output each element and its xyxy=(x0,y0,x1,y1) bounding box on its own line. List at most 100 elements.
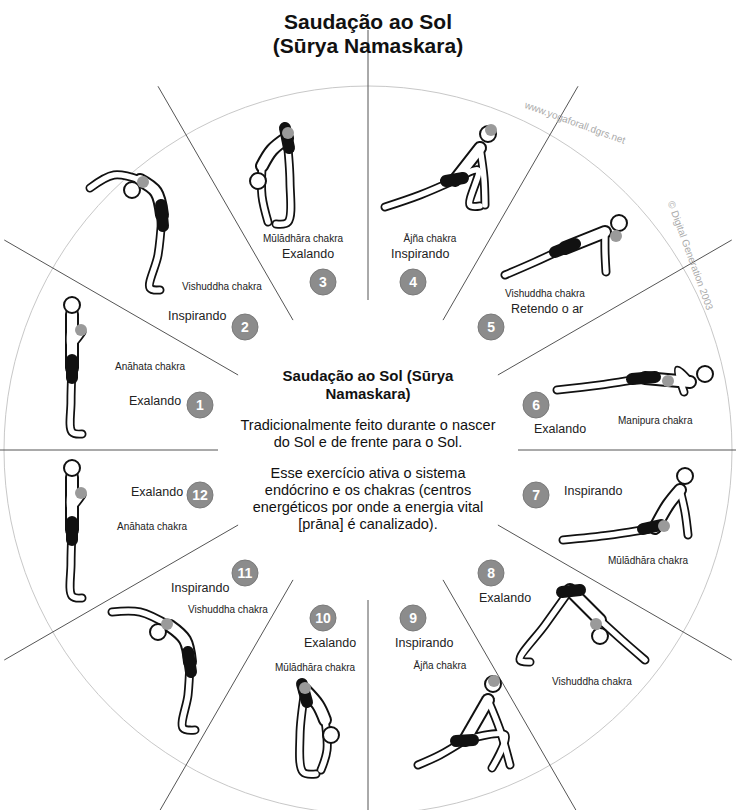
pose-figure xyxy=(64,297,87,434)
breath-label: Inspirando xyxy=(169,581,231,595)
chakra-dot xyxy=(282,127,294,139)
node-content: 9 xyxy=(399,604,427,632)
circle-body: Tradicionalmente feito durante o nascer … xyxy=(234,417,502,451)
callout-number: 3 xyxy=(309,268,337,296)
chakra-label: Mūlādhāra chakra xyxy=(271,661,359,674)
figure-limb xyxy=(161,205,163,226)
circle-fill xyxy=(400,605,426,631)
wheel-spoke xyxy=(518,450,736,451)
chakra-label: Ājña chakra xyxy=(410,659,471,672)
circle-fill xyxy=(232,314,258,340)
chakra-dot xyxy=(75,487,87,499)
callout-number: 6 xyxy=(522,391,550,419)
node-content: 7 xyxy=(522,481,550,509)
circle-heading: Saudação ao Sol (Sūrya Namaskara) xyxy=(281,367,456,403)
wheel-spoke xyxy=(158,580,293,810)
chakra-dot xyxy=(488,675,500,687)
callout-number: 2 xyxy=(231,313,259,341)
step-number: 5 xyxy=(477,313,505,341)
node-content: 6 xyxy=(522,391,550,419)
callout-number: 4 xyxy=(399,268,427,296)
pose-figure xyxy=(64,460,87,598)
chakra-dot xyxy=(75,324,87,336)
breath-label: Exalando xyxy=(280,247,336,261)
callout-number: 8 xyxy=(477,559,505,587)
figure-head xyxy=(250,173,266,189)
chakra-dot xyxy=(299,682,311,694)
node-content: 5 xyxy=(477,313,505,341)
circle-fill xyxy=(523,482,549,508)
node-content: 3 xyxy=(309,268,337,296)
chakra-label: Anāhata chakra xyxy=(113,520,191,533)
step-number: 10 xyxy=(309,604,337,632)
node-content: 4 xyxy=(399,268,427,296)
figure-head xyxy=(323,727,339,743)
wheel-spoke xyxy=(4,525,238,660)
node-content: 12 xyxy=(186,481,214,509)
chakra-label: Vishuddha chakra xyxy=(548,675,636,688)
circle-fill xyxy=(478,314,504,340)
pose-figure xyxy=(557,366,713,392)
circle-fill xyxy=(400,269,426,295)
figure-limb xyxy=(66,522,78,540)
pose-figure xyxy=(563,468,693,540)
step-number: 7 xyxy=(522,481,550,509)
watermark: www.yogaforall.dgrs.net xyxy=(523,99,627,146)
chakra-label: Vishuddha chakra xyxy=(501,287,589,300)
circle-fill xyxy=(219,301,517,599)
step-number: 2 xyxy=(231,313,259,341)
chakra-label: Anāhata chakra xyxy=(111,360,189,373)
breath-label: Exalando xyxy=(127,394,183,408)
node-content: 8 xyxy=(477,559,505,587)
breath-label: Retendo o ar xyxy=(509,302,585,316)
pose-figure xyxy=(90,175,163,290)
circle-fill xyxy=(187,392,213,418)
circle-fill xyxy=(523,392,549,418)
figure-limb xyxy=(680,490,688,535)
figure-limb xyxy=(632,377,655,379)
figure-limb xyxy=(562,590,580,592)
figure-limb xyxy=(488,700,510,765)
figure-limb xyxy=(680,490,688,535)
step-number: 3 xyxy=(309,268,337,296)
pose-figure xyxy=(299,682,339,774)
callout-number: 12 xyxy=(186,481,214,509)
figure-limb xyxy=(678,370,690,392)
pose-figure xyxy=(385,124,497,207)
pose-figure xyxy=(418,675,510,768)
step-number: 1 xyxy=(186,391,214,419)
callout-number: 10 xyxy=(309,604,337,632)
node-content: 11 xyxy=(231,559,259,587)
chakra-label: Mūlādhāra chakra xyxy=(604,554,692,567)
center-circle: Saudação ao Sol (Sūrya Namaskara) Tradici… xyxy=(218,300,518,600)
node-content: 2 xyxy=(231,313,259,341)
figure-head xyxy=(64,297,80,313)
wheel-spoke xyxy=(0,450,218,451)
wheel-spoke xyxy=(4,240,238,375)
breath-label: Exalando xyxy=(129,485,185,499)
figure-limb xyxy=(480,148,485,205)
breath-label: Inspirando xyxy=(166,309,228,323)
step-number: 9 xyxy=(399,604,427,632)
figure-limb xyxy=(456,740,473,741)
step-number: 11 xyxy=(231,559,259,587)
figure-limb xyxy=(605,232,606,272)
watermark: © Digital Generation 2003 xyxy=(665,199,715,311)
figure-limb xyxy=(446,178,463,181)
diagram-title: Saudação ao Sol (Sūrya Namaskara) xyxy=(253,10,483,58)
pose-figure xyxy=(505,215,627,275)
node-content: 1 xyxy=(186,391,214,419)
chakra-label: Vishuddha chakra xyxy=(178,280,266,293)
chakra-dot xyxy=(485,124,497,136)
chakra-dot xyxy=(161,618,173,630)
figure-limb xyxy=(188,652,191,672)
figure-limb xyxy=(555,244,575,252)
callout-number: 9 xyxy=(399,604,427,632)
circle-fill xyxy=(187,482,213,508)
node-content: Saudação ao Sol (Sūrya Namaskara) Tradici… xyxy=(218,300,518,600)
callout-number: 11 xyxy=(231,559,259,587)
chakra-label: Ājña chakra xyxy=(400,232,461,245)
wheel-spoke xyxy=(443,580,578,810)
figure-limb xyxy=(605,232,606,272)
